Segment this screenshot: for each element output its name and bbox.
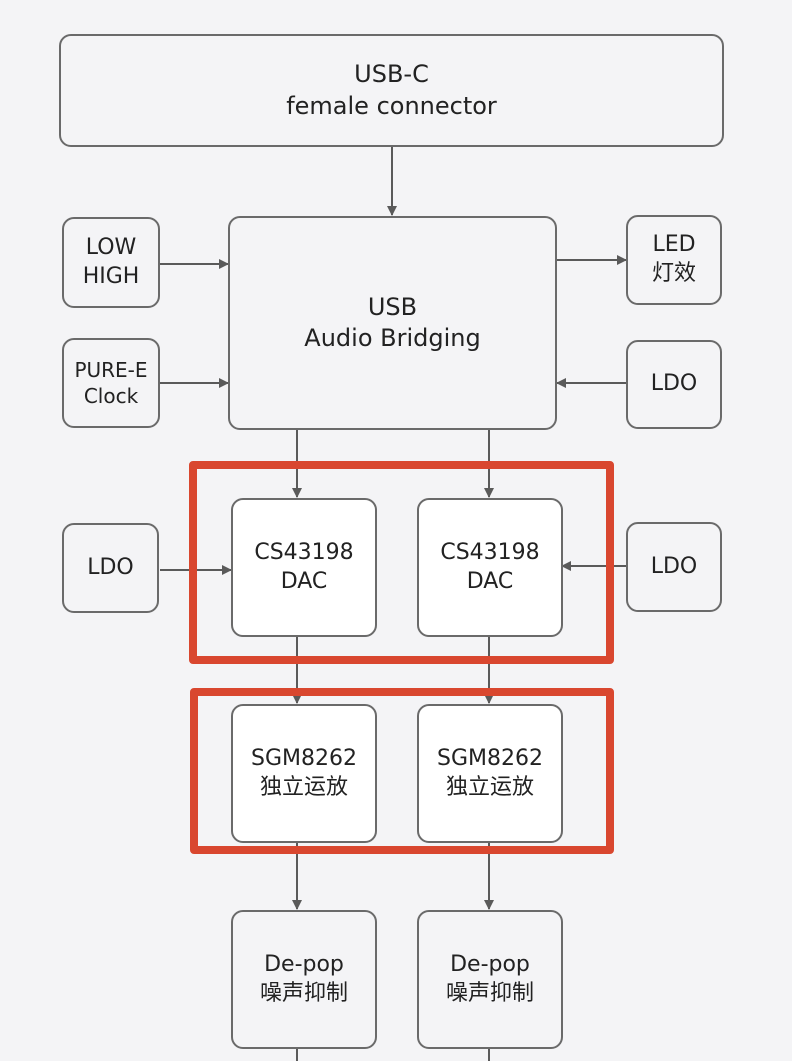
ldo-right-node: LDO xyxy=(626,522,722,612)
usb-c-connector-node: USB-C female connector xyxy=(59,34,724,147)
low-high-node: LOW HIGH xyxy=(62,217,160,308)
opamp-left-sublabel: 独立运放 xyxy=(259,774,348,800)
dac-right-sublabel: DAC xyxy=(466,568,514,594)
ldo-left-label: LDO xyxy=(87,554,134,580)
led-sublabel: 灯效 xyxy=(651,261,696,286)
ldo-top-right-label: LDO xyxy=(650,371,698,397)
usb-c-label: USB-C xyxy=(354,60,429,89)
opamp-right-node: SGM8262 独立运放 xyxy=(417,704,563,843)
usb-audio-bridging-node: USB Audio Bridging xyxy=(228,216,557,430)
depop-left-sublabel: 噪声抑制 xyxy=(259,980,348,1006)
opamp-left-node: SGM8262 独立运放 xyxy=(231,704,377,843)
opamp-left-label: SGM8262 xyxy=(251,745,357,771)
depop-left-node: De-pop 噪声抑制 xyxy=(231,910,377,1049)
clock-label: Clock xyxy=(83,384,139,408)
depop-right-label: De-pop xyxy=(450,951,530,977)
high-label: HIGH xyxy=(82,263,140,289)
depop-right-sublabel: 噪声抑制 xyxy=(445,980,534,1006)
ldo-left-node: LDO xyxy=(62,523,159,613)
low-label: LOW xyxy=(85,234,137,260)
ldo-top-right-node: LDO xyxy=(626,340,722,429)
dac-right-node: CS43198 DAC xyxy=(417,498,563,637)
bridge-sublabel: Audio Bridging xyxy=(304,324,481,352)
highlight-dac-stage xyxy=(189,461,614,664)
dac-left-sublabel: DAC xyxy=(280,568,328,594)
led-label: LED xyxy=(652,232,696,258)
bridge-label: USB xyxy=(367,292,418,321)
dac-left-label: CS43198 xyxy=(254,539,354,565)
pure-e-clock-node: PURE-E Clock xyxy=(62,338,160,428)
depop-right-node: De-pop 噪声抑制 xyxy=(417,910,563,1049)
dac-right-label: CS43198 xyxy=(440,539,540,565)
pure-e-label: PURE-E xyxy=(74,358,148,382)
opamp-right-label: SGM8262 xyxy=(437,745,543,771)
highlight-opamp-stage xyxy=(190,688,614,854)
dac-left-node: CS43198 DAC xyxy=(231,498,377,637)
ldo-right-label: LDO xyxy=(650,553,698,579)
led-effect-node: LED 灯效 xyxy=(626,215,722,305)
opamp-right-sublabel: 独立运放 xyxy=(445,774,534,800)
depop-left-label: De-pop xyxy=(264,951,344,977)
usb-c-sublabel: female connector xyxy=(286,91,497,120)
